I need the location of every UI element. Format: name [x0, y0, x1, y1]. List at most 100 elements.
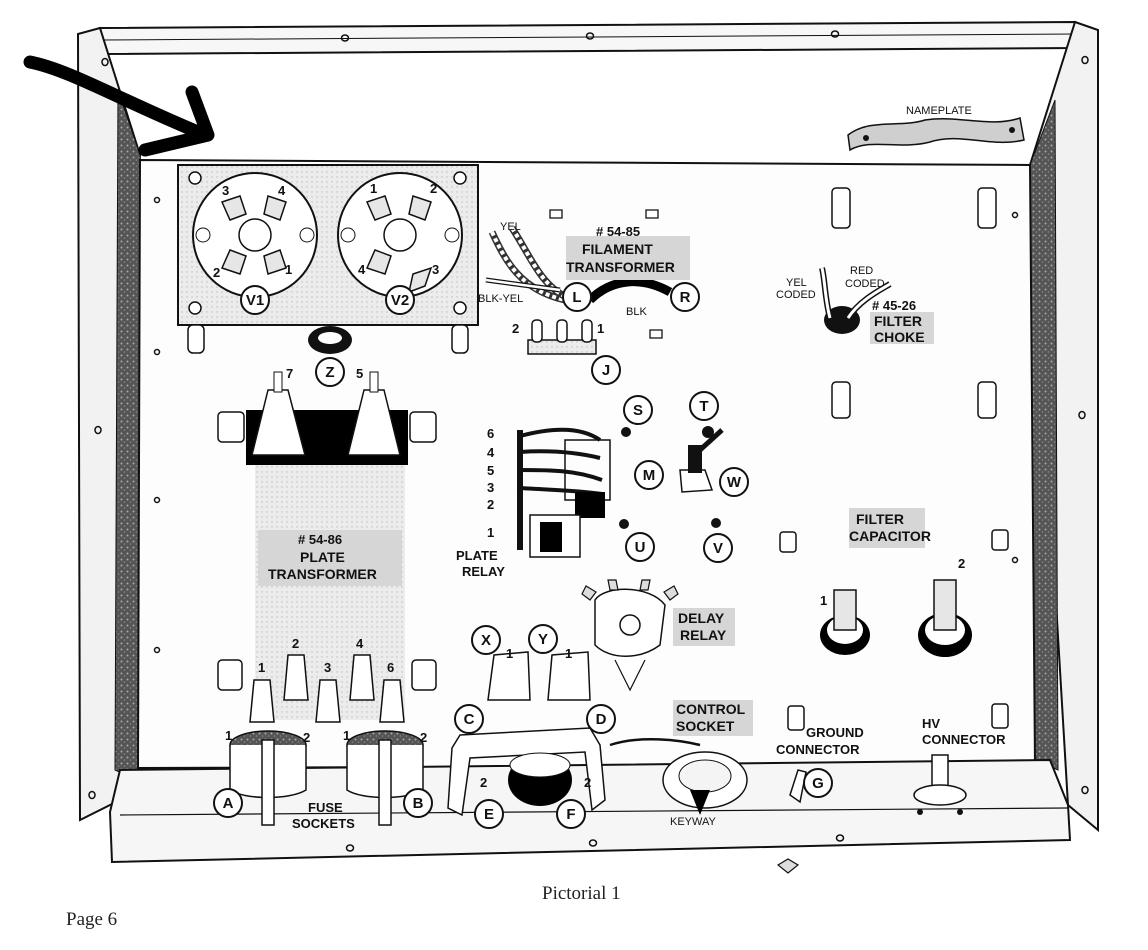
- callout-c: C: [454, 704, 484, 734]
- svg-text:T: T: [699, 398, 708, 415]
- svg-text:1: 1: [487, 525, 494, 540]
- svg-text:# 54-86: # 54-86: [298, 532, 342, 547]
- svg-text:R: R: [680, 289, 691, 306]
- callout-t: T: [689, 391, 719, 421]
- svg-text:1: 1: [258, 660, 265, 675]
- rectifier-bracket: 1 1 2 2: [447, 646, 606, 817]
- switch-w: [619, 426, 724, 529]
- svg-text:GROUND: GROUND: [806, 725, 864, 740]
- svg-text:CONTROL: CONTROL: [676, 701, 746, 717]
- hv-connector: HV CONNECTOR: [913, 716, 1006, 815]
- svg-text:RELAY: RELAY: [680, 627, 727, 643]
- svg-text:SOCKET: SOCKET: [676, 718, 735, 734]
- svg-text:V: V: [713, 540, 723, 557]
- callout-l: L: [562, 282, 592, 312]
- callout-d: D: [586, 704, 616, 734]
- svg-text:2: 2: [958, 556, 965, 571]
- svg-text:1: 1: [225, 728, 232, 743]
- svg-text:2: 2: [430, 181, 437, 196]
- svg-text:CODED: CODED: [776, 289, 816, 301]
- svg-text:NAMEPLATE: NAMEPLATE: [906, 105, 972, 117]
- callout-u: U: [625, 532, 655, 562]
- svg-text:2: 2: [487, 497, 494, 512]
- plate-transformer: 7 5 # 54-86 PLATE TRANSFORMER 1 2 3 4 6: [217, 366, 437, 723]
- svg-text:FUSE: FUSE: [308, 800, 343, 815]
- svg-text:KEYWAY: KEYWAY: [670, 816, 717, 828]
- callout-w: W: [719, 467, 749, 497]
- svg-text:SOCKETS: SOCKETS: [292, 816, 355, 831]
- svg-text:PLATE: PLATE: [300, 549, 345, 565]
- svg-text:CHOKE: CHOKE: [874, 329, 925, 345]
- svg-text:FILTER: FILTER: [856, 511, 904, 527]
- svg-text:E: E: [484, 806, 494, 823]
- filament-transformer: YEL BLK-YEL BLK # 54-85 FILAMENT TRANSFO…: [478, 209, 690, 339]
- svg-text:B: B: [413, 795, 424, 812]
- nameplate: NAMEPLATE: [847, 105, 1025, 152]
- svg-text:DELAY: DELAY: [678, 610, 725, 626]
- filter-choke: YEL CODED RED CODED # 45-26 FILTER CHOKE: [776, 187, 997, 419]
- svg-text:1: 1: [370, 181, 377, 196]
- callout-e: E: [474, 799, 504, 829]
- callout-r: R: [670, 282, 700, 312]
- svg-text:CAPACITOR: CAPACITOR: [849, 528, 931, 544]
- svg-text:4: 4: [358, 262, 366, 277]
- svg-text:2: 2: [512, 321, 519, 336]
- svg-text:HV: HV: [922, 716, 940, 731]
- callout-j: J: [602, 362, 610, 379]
- svg-text:F: F: [566, 806, 575, 823]
- svg-text:CONNECTOR: CONNECTOR: [776, 742, 860, 757]
- svg-text:3: 3: [432, 262, 439, 277]
- svg-text:CODED: CODED: [845, 278, 885, 290]
- svg-text:Y: Y: [538, 631, 548, 648]
- svg-text:RELAY: RELAY: [462, 564, 505, 579]
- callout-z: Z: [315, 357, 345, 387]
- svg-text:5: 5: [356, 366, 363, 381]
- figure-caption: Pictorial 1: [542, 883, 621, 904]
- svg-text:YEL: YEL: [786, 277, 807, 289]
- svg-text:CONNECTOR: CONNECTOR: [922, 732, 1006, 747]
- callout-y: Y: [528, 624, 558, 654]
- svg-text:W: W: [727, 474, 742, 491]
- svg-text:1: 1: [820, 593, 827, 608]
- fuse-socket-a: 1 2: [225, 728, 310, 826]
- svg-text:PLATE: PLATE: [456, 548, 498, 563]
- callout-m: M: [634, 460, 664, 490]
- svg-text:3: 3: [487, 480, 494, 495]
- svg-text:S: S: [633, 402, 643, 419]
- filter-capacitor: FILTER CAPACITOR 1 2: [779, 508, 1009, 731]
- svg-text:BLK-YEL: BLK-YEL: [478, 293, 523, 305]
- svg-text:2: 2: [303, 730, 310, 745]
- svg-text:4: 4: [278, 183, 286, 198]
- svg-text:3: 3: [324, 660, 331, 675]
- svg-text:1: 1: [506, 646, 513, 661]
- svg-text:7: 7: [286, 366, 293, 381]
- svg-text:YEL: YEL: [500, 221, 521, 233]
- callout-v: V: [703, 533, 733, 563]
- svg-text:TRANSFORMER: TRANSFORMER: [566, 259, 675, 275]
- tube-socket-v2: 1 2 4 3 V2: [337, 172, 463, 315]
- page-number: Page 6: [66, 909, 117, 930]
- svg-text:M: M: [643, 467, 656, 484]
- callout-b: B: [403, 788, 433, 818]
- svg-text:4: 4: [356, 636, 364, 651]
- callout-f: F: [556, 799, 586, 829]
- svg-text:# 45-26: # 45-26: [872, 298, 916, 313]
- control-socket: CONTROL SOCKET KEYWAY: [609, 700, 753, 828]
- svg-text:Z: Z: [325, 364, 334, 381]
- svg-text:2: 2: [584, 775, 591, 790]
- svg-text:X: X: [481, 632, 491, 649]
- svg-text:6: 6: [487, 426, 494, 441]
- svg-text:D: D: [596, 711, 607, 728]
- svg-text:# 54-85: # 54-85: [596, 224, 640, 239]
- delay-relay: DELAY RELAY: [581, 579, 735, 692]
- plate-relay: 6 4 5 3 2 1 PLATE RELAY: [456, 426, 611, 579]
- svg-text:1: 1: [565, 646, 572, 661]
- callout-g: G: [812, 775, 824, 792]
- svg-text:C: C: [464, 711, 475, 728]
- svg-text:4: 4: [487, 445, 495, 460]
- svg-text:5: 5: [487, 463, 494, 478]
- svg-text:6: 6: [387, 660, 394, 675]
- svg-text:L: L: [572, 289, 581, 306]
- fuse-socket-b: 1 2: [343, 728, 427, 826]
